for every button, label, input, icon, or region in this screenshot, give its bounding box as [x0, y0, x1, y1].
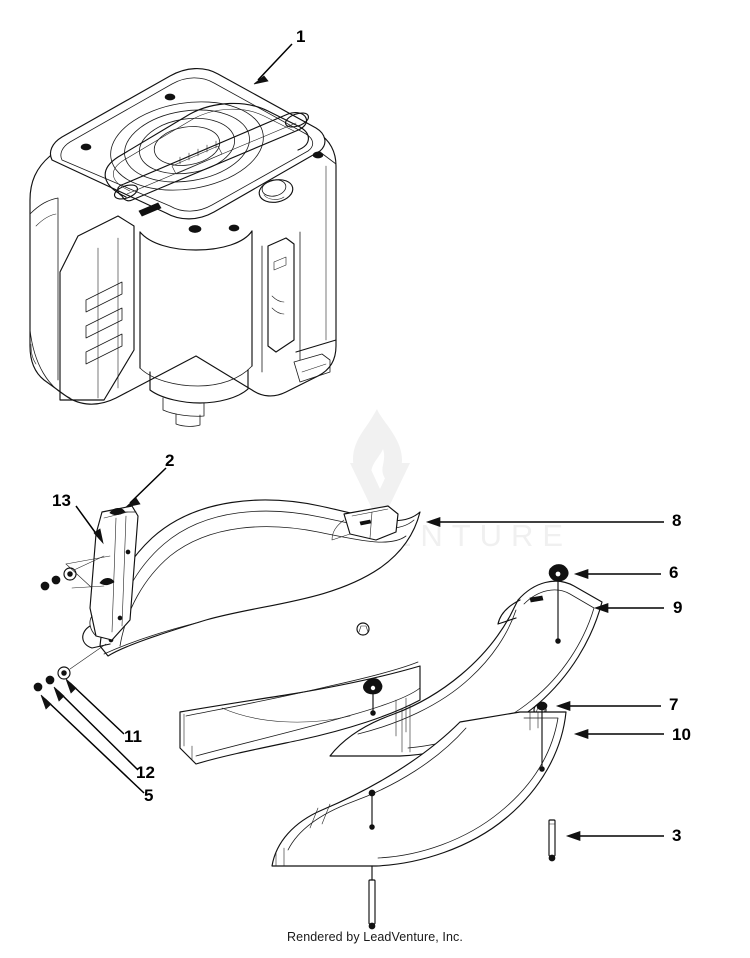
- leader-line-13: [75, 505, 104, 545]
- leader-line-10: [573, 729, 664, 739]
- lower-deflector: [271, 711, 567, 867]
- hardware-cluster-lower: [33, 643, 107, 692]
- long-bolt: [548, 819, 556, 862]
- leader-line-1: [253, 43, 293, 85]
- upper-bracket-lower: [99, 578, 115, 586]
- callout-label-13[interactable]: 13: [52, 491, 71, 510]
- leader-line-3: [565, 831, 664, 841]
- handle-grip-detail: [171, 140, 223, 175]
- hex-bolt: [536, 701, 548, 772]
- callout-label-9[interactable]: 9: [673, 598, 683, 617]
- leader-line-11: [65, 678, 125, 735]
- callout-label-7[interactable]: 7: [669, 695, 679, 714]
- callout-label-6[interactable]: 6: [669, 563, 679, 582]
- callout-label-11[interactable]: 11: [124, 727, 142, 746]
- leader-line-12: [53, 686, 139, 771]
- hardware-cluster-upper: [40, 555, 105, 591]
- upper-deflector-panel: [99, 499, 421, 657]
- callout-label-10[interactable]: 10: [672, 725, 691, 744]
- callout-label-12[interactable]: 12: [136, 763, 155, 782]
- flame-v-icon: [350, 409, 410, 515]
- leader-line-2: [124, 467, 167, 508]
- leader-line-8: [425, 517, 664, 527]
- leader-line-5: [40, 694, 145, 794]
- flange-nut: [548, 564, 569, 644]
- center-fasteners: [363, 678, 383, 930]
- leader-line-9: [593, 603, 664, 613]
- leader-line-7: [555, 701, 661, 711]
- left-vent-panel: [59, 215, 135, 401]
- footer-attribution: Rendered by LeadVenture, Inc.: [287, 930, 463, 944]
- callout-label-2[interactable]: 2: [165, 451, 175, 470]
- mid-deflector: [179, 661, 421, 765]
- callout-label-5[interactable]: 5: [144, 786, 154, 805]
- engine-cover-assembly: [29, 68, 337, 427]
- upper-bracket: [103, 508, 129, 519]
- leader-line-6: [573, 569, 661, 579]
- callout-label-1[interactable]: 1: [296, 27, 306, 46]
- callout-label-3[interactable]: 3: [672, 826, 682, 845]
- callout-label-8[interactable]: 8: [672, 511, 682, 530]
